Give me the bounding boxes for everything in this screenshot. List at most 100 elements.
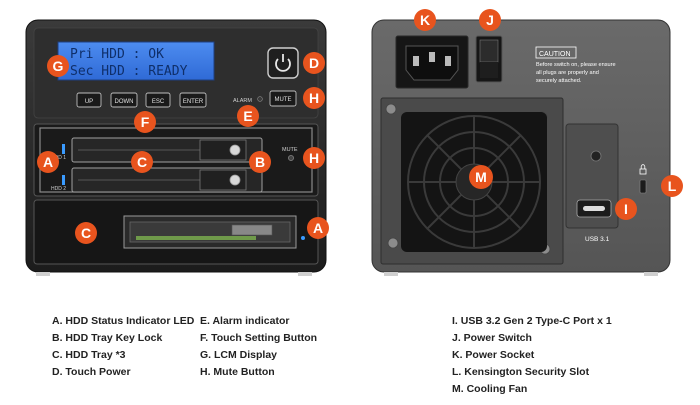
- svg-text:A: A: [313, 220, 323, 236]
- lock-icon: [639, 164, 647, 175]
- tray-mute-label: MUTE: [282, 147, 298, 153]
- svg-text:C: C: [137, 154, 147, 170]
- svg-text:K: K: [420, 12, 430, 28]
- svg-text:UP: UP: [85, 99, 93, 105]
- hdd-tray-2[interactable]: [71, 167, 263, 193]
- marker-m: M: [469, 165, 493, 189]
- legend-item-j: J. Power Switch: [452, 332, 532, 344]
- enter-button[interactable]: ENTER: [179, 92, 207, 108]
- svg-text:C: C: [81, 225, 91, 241]
- hdd2-label: HDD 2: [51, 186, 66, 192]
- legend-item-a: A. HDD Status Indicator LED: [52, 315, 195, 327]
- fan-screw-bl[interactable]: [387, 237, 399, 249]
- hdd-tray-1[interactable]: [71, 137, 263, 163]
- legend-item-h: H. Mute Button: [200, 366, 275, 378]
- hdd2-status-led: [62, 175, 65, 185]
- legend-item-i: I. USB 3.2 Gen 2 Type-C Port x 1: [452, 315, 612, 327]
- legend-item-b: B. HDD Tray Key Lock: [52, 332, 163, 344]
- fan-screw-tl[interactable]: [385, 103, 397, 115]
- svg-text:ESC: ESC: [152, 99, 165, 105]
- legend-column-2: E. Alarm indicator F. Touch Setting Butt…: [200, 313, 317, 381]
- front-unit: Pri HDD : OK Sec HDD : READY UP DOWN ESC…: [25, 19, 327, 276]
- marker-f: F: [134, 111, 156, 133]
- svg-text:D: D: [309, 55, 319, 71]
- tray-mute-button[interactable]: [288, 155, 294, 161]
- legend-item-c: C. HDD Tray *3: [52, 349, 126, 361]
- marker-l: L: [661, 175, 683, 197]
- marker-c-lower: C: [75, 222, 97, 244]
- svg-text:B: B: [255, 154, 265, 170]
- touch-power-button[interactable]: [267, 47, 299, 79]
- lcd-line-1: Pri HDD : OK: [70, 47, 164, 62]
- esc-button[interactable]: ESC: [145, 92, 171, 108]
- svg-text:ENTER: ENTER: [183, 99, 204, 105]
- legend-item-f: F. Touch Setting Button: [200, 332, 318, 344]
- svg-text:A: A: [43, 154, 53, 170]
- rear-foot-left: [384, 272, 398, 276]
- svg-text:MUTE: MUTE: [275, 97, 292, 103]
- marker-k: K: [414, 9, 436, 31]
- legend-column-1: A. HDD Status Indicator LED B. HDD Tray …: [52, 313, 194, 381]
- marker-d: D: [303, 52, 325, 74]
- device-diagram: Pri HDD : OK Sec HDD : READY UP DOWN ESC…: [25, 9, 683, 276]
- svg-text:H: H: [309, 150, 319, 166]
- caution-title-box: [535, 46, 577, 59]
- kensington-security-slot[interactable]: [639, 179, 647, 194]
- caution-line-2: all plugs are properly and: [536, 70, 599, 76]
- usb-label: USB 3.1: [585, 236, 610, 243]
- svg-text:M: M: [475, 169, 487, 185]
- tray-3-status-led: [301, 236, 305, 240]
- alarm-indicator-led: [257, 96, 263, 102]
- tray-1-key-lock[interactable]: [229, 144, 241, 156]
- legend-item-k: K. Power Socket: [452, 349, 535, 361]
- svg-text:F: F: [141, 114, 150, 130]
- power-socket[interactable]: [395, 35, 469, 89]
- marker-g: G: [47, 55, 69, 77]
- marker-b: B: [249, 151, 271, 173]
- mute-button[interactable]: MUTE: [269, 90, 297, 107]
- marker-a-lower: A: [307, 217, 329, 239]
- tray-2-key-lock[interactable]: [229, 174, 241, 186]
- power-icon: [275, 54, 291, 72]
- hdd-tray-3[interactable]: [123, 215, 297, 249]
- legend-item-g: G. LCM Display: [200, 349, 278, 361]
- usb-type-c-port[interactable]: [576, 199, 612, 218]
- legend-item-e: E. Alarm indicator: [200, 315, 290, 327]
- svg-text:DOWN: DOWN: [115, 99, 134, 105]
- marker-e: E: [237, 105, 259, 127]
- front-foot-left: [36, 272, 50, 276]
- rear-unit: CAUTION Before switch on, please ensure …: [371, 19, 671, 276]
- up-button[interactable]: UP: [76, 92, 102, 108]
- down-button[interactable]: DOWN: [110, 92, 138, 108]
- marker-a-upper: A: [37, 151, 59, 173]
- svg-text:L: L: [668, 178, 677, 194]
- svg-text:E: E: [243, 108, 252, 124]
- rear-foot-right: [644, 272, 658, 276]
- marker-h-tray: H: [303, 147, 325, 169]
- hdd1-label: HDD 1: [51, 155, 66, 161]
- alarm-label: ALARM: [233, 98, 252, 104]
- marker-j: J: [479, 9, 501, 31]
- svg-text:H: H: [309, 90, 319, 106]
- usb-module: USB 3.1: [565, 123, 619, 243]
- caution-line-3: securely attached.: [536, 78, 582, 84]
- front-foot-right: [298, 272, 312, 276]
- svg-text:J: J: [486, 12, 494, 28]
- marker-c-upper: C: [131, 151, 153, 173]
- marker-h-panel: H: [303, 87, 325, 109]
- hdd1-status-led: [62, 144, 65, 154]
- caution-label: CAUTION Before switch on, please ensure …: [535, 46, 616, 84]
- lcd-line-2: Sec HDD : READY: [70, 64, 188, 79]
- legend-item-l: L. Kensington Security Slot: [452, 366, 590, 378]
- power-switch[interactable]: [475, 35, 503, 83]
- legend-column-3: I. USB 3.2 Gen 2 Type-C Port x 1 J. Powe…: [452, 313, 612, 398]
- lcd-display: [57, 41, 215, 81]
- svg-text:G: G: [53, 58, 64, 74]
- marker-i: I: [615, 198, 637, 220]
- caution-line-1: Before switch on, please ensure: [536, 62, 616, 68]
- svg-text:I: I: [624, 201, 628, 217]
- legend-item-d: D. Touch Power: [52, 366, 131, 378]
- caution-title: CAUTION: [539, 51, 571, 58]
- usb-module-screw[interactable]: [590, 150, 602, 162]
- legend-item-m: M. Cooling Fan: [452, 383, 528, 395]
